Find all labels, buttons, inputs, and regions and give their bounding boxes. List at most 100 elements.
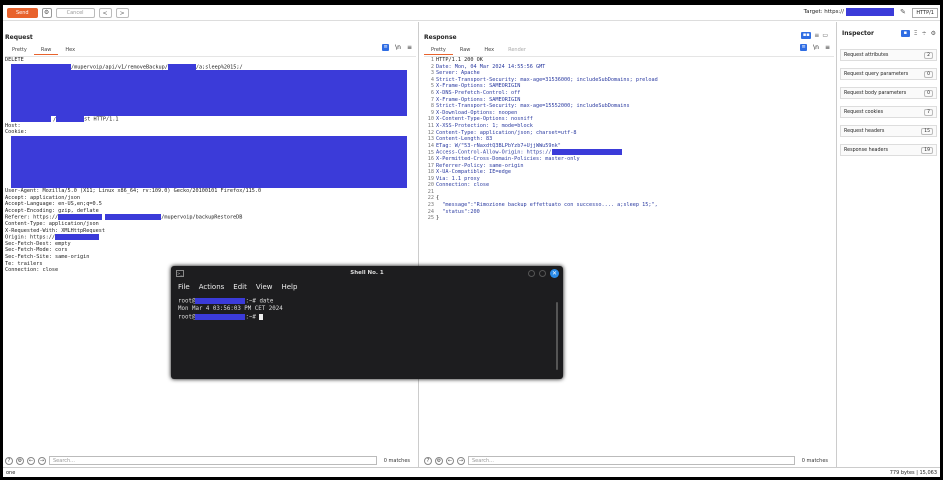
terminal-scrollbar[interactable]	[556, 302, 558, 370]
help-icon[interactable]: ?	[424, 456, 432, 465]
menu-actions[interactable]: Actions	[198, 283, 225, 291]
cancel-button[interactable]: Cancel	[55, 7, 95, 18]
layout-icon[interactable]: ▪	[900, 30, 910, 37]
response-line-text: X-Content-Type-Options: nosniff	[436, 116, 533, 123]
redacted-block	[54, 234, 99, 241]
back-button[interactable]: <	[98, 7, 112, 18]
terminal-window[interactable]: >_ Shell No. 1 ✕ File Actions Edit View …	[171, 266, 563, 379]
next-match-arrow-icon[interactable]: →	[38, 456, 46, 465]
layout-vertical-icon[interactable]: ▭	[822, 32, 828, 39]
response-line-text: Date: Mon, 04 Mar 2024 14:55:56 GMT	[436, 63, 546, 70]
menu-icon[interactable]: ≡	[406, 44, 412, 51]
menu-view[interactable]: View	[255, 283, 273, 291]
response-line: 24 "status":200	[424, 209, 834, 216]
line-number: 21	[427, 188, 434, 195]
pretty-toggle-icon[interactable]: ≡	[800, 44, 808, 51]
newline-toggle-icon[interactable]: \n	[395, 44, 401, 51]
request-editor[interactable]: DELETE /mupervoip/api/v1/removeBackup//a…	[5, 56, 416, 453]
tab-pretty[interactable]: Pretty	[424, 46, 453, 55]
maximize-icon[interactable]	[539, 270, 546, 277]
request-tabs: Pretty Raw Hex	[5, 46, 82, 55]
menu-icon[interactable]: ≡	[824, 44, 830, 51]
line-number: 7	[430, 96, 434, 103]
inspector-title: Inspector	[842, 30, 874, 37]
line-number: 17	[427, 162, 434, 169]
tab-raw[interactable]: Raw	[33, 46, 59, 55]
response-line-text: "status":200	[436, 208, 480, 215]
tab-raw[interactable]: Raw	[459, 47, 471, 53]
redacted-block	[11, 135, 407, 188]
settings-gear-icon[interactable]: ⚙	[41, 7, 52, 18]
request-line-2: /mupervoip/api/v1/removeBackup//a;sleep%…	[5, 63, 416, 71]
response-line-text: X-DNS-Prefetch-Control: off	[436, 89, 521, 96]
prev-match-arrow-icon[interactable]: ←	[446, 456, 454, 465]
line-number: 25	[427, 215, 434, 222]
line-number: 16	[427, 155, 434, 162]
redacted-block	[195, 313, 246, 320]
request-ua-line: User-Agent: Mozilla/5.0 (X11; Linux x86_…	[5, 187, 262, 194]
response-match-count: 0 matches	[801, 457, 828, 464]
settings-icon[interactable]: ⚙	[16, 456, 24, 465]
terminal-line-1: root@:~# date	[178, 298, 274, 305]
redacted-block	[167, 63, 196, 70]
menu-file[interactable]: File	[178, 283, 190, 291]
divider-icon[interactable]: ÷	[921, 30, 927, 37]
line-number: 24	[427, 208, 434, 215]
newline-toggle-icon[interactable]: \n	[813, 44, 819, 51]
layout-split-icon[interactable]: ▪▪	[801, 32, 812, 39]
request-host-line: Host:	[5, 122, 21, 129]
forward-button[interactable]: >	[115, 7, 129, 18]
toolbar: Send ⚙ Cancel < > Target: https:// ✎ HTT…	[3, 5, 940, 21]
line-number: 12	[427, 129, 434, 136]
response-line-text: }	[436, 215, 440, 222]
menu-help[interactable]: Help	[281, 283, 298, 291]
send-button[interactable]: Send	[7, 7, 38, 18]
response-line-text: Connection: close	[436, 182, 490, 189]
response-search-input[interactable]: Search...	[468, 456, 795, 465]
close-icon[interactable]: ✕	[550, 269, 559, 278]
response-line-text: X-Download-Options: noopen	[436, 109, 518, 116]
next-match-arrow-icon[interactable]: →	[457, 456, 465, 465]
request-match-count: 0 matches	[383, 457, 410, 464]
prev-match-arrow-icon[interactable]: ←	[27, 456, 35, 465]
response-line: 22{	[424, 195, 834, 202]
target-display[interactable]: Target: https://	[804, 8, 894, 16]
settings-gear-icon[interactable]: ⚙	[930, 30, 936, 37]
redacted-block	[195, 298, 246, 304]
line-number: 2	[430, 63, 434, 70]
response-view-icons: ≡ \n ≡	[800, 44, 830, 51]
minimize-icon[interactable]	[528, 270, 535, 277]
layout-horizontal-icon[interactable]: ≡	[814, 32, 820, 39]
tab-hex[interactable]: Hex	[484, 47, 495, 53]
menu-edit[interactable]: Edit	[233, 283, 247, 291]
tab-render[interactable]: Render	[508, 47, 526, 53]
settings-icon[interactable]: ⚙	[435, 456, 443, 465]
sort-icon[interactable]: Ξ	[913, 30, 918, 37]
help-icon[interactable]: ?	[5, 456, 13, 465]
request-search-input[interactable]: Search...	[49, 456, 377, 465]
tab-hex[interactable]: Hex	[65, 47, 76, 53]
status-left: one	[6, 469, 16, 476]
tab-pretty[interactable]: Pretty	[12, 47, 27, 53]
pretty-toggle-icon[interactable]: ≡	[382, 44, 390, 51]
edit-target-pencil-icon[interactable]: ✎	[900, 8, 906, 16]
response-line-text: X-UA-Compatible: IE=edge	[436, 169, 511, 176]
response-line-text: ETag: W/"53-rNaxdtQ3BLPbYzb7+UjjWWu59nk"	[436, 142, 561, 149]
request-accept-line: Accept: application/json	[5, 194, 80, 201]
request-origin-line: Origin: https://	[5, 234, 416, 241]
http-version-badge[interactable]: HTTP/1	[912, 8, 938, 18]
terminal-output[interactable]: root@:~# date Mon Mar 4 03:56:03 PM CET …	[178, 298, 283, 322]
response-line-text: Via: 1.1 proxy	[436, 175, 480, 182]
